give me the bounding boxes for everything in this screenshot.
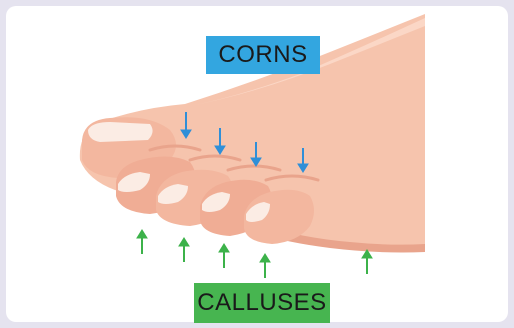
callus-arrow-3 (219, 244, 229, 268)
callus-arrow-2 (179, 238, 189, 262)
callus-arrow-5 (362, 250, 372, 274)
callus-arrow-1 (137, 230, 147, 254)
corns-label: CORNS (206, 36, 320, 74)
big-toe-nail (88, 122, 153, 142)
calluses-label: CALLUSES (194, 283, 330, 323)
callus-arrow-4 (260, 254, 270, 278)
